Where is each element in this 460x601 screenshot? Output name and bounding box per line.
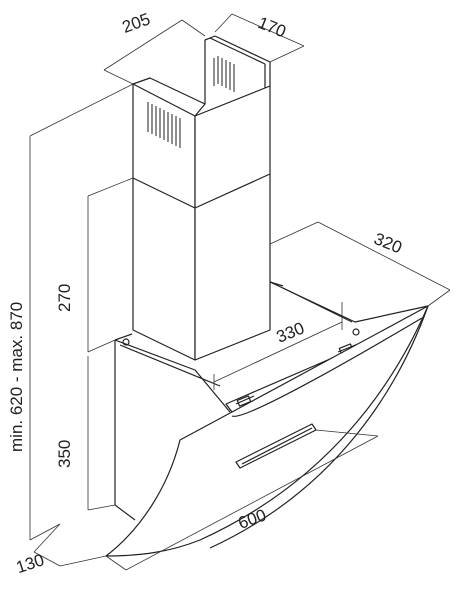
dimension-lines	[30, 14, 450, 570]
dimension-chimney-height: 270	[55, 283, 74, 312]
chimney-outer-duct	[133, 78, 270, 360]
dimension-hood-height: 350	[55, 439, 74, 468]
dimension-total-height: min. 620 - max. 870	[7, 301, 26, 452]
hood-top-frame	[115, 282, 428, 412]
hood-body	[115, 340, 135, 520]
chimney-vent-slots	[148, 56, 234, 148]
